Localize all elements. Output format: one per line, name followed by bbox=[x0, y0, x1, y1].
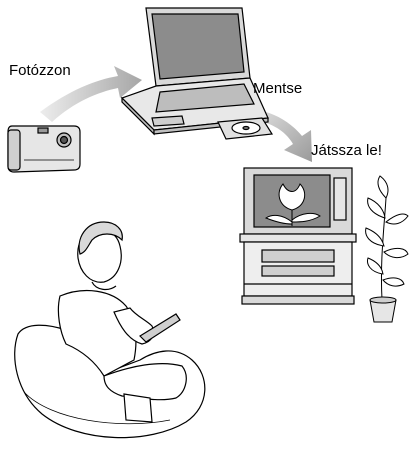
step-label-shoot: Fotózzon bbox=[9, 62, 71, 79]
laptop-icon bbox=[120, 7, 274, 140]
camera-icon bbox=[7, 125, 81, 173]
arrow-camera-to-laptop bbox=[40, 66, 142, 122]
step-label-play: Játssza le! bbox=[311, 142, 382, 159]
tv-icon bbox=[239, 167, 357, 305]
person-icon bbox=[14, 221, 206, 439]
arrow-laptop-to-tv bbox=[256, 110, 312, 162]
plant-icon bbox=[365, 175, 409, 323]
step-label-save: Mentse bbox=[253, 80, 303, 97]
